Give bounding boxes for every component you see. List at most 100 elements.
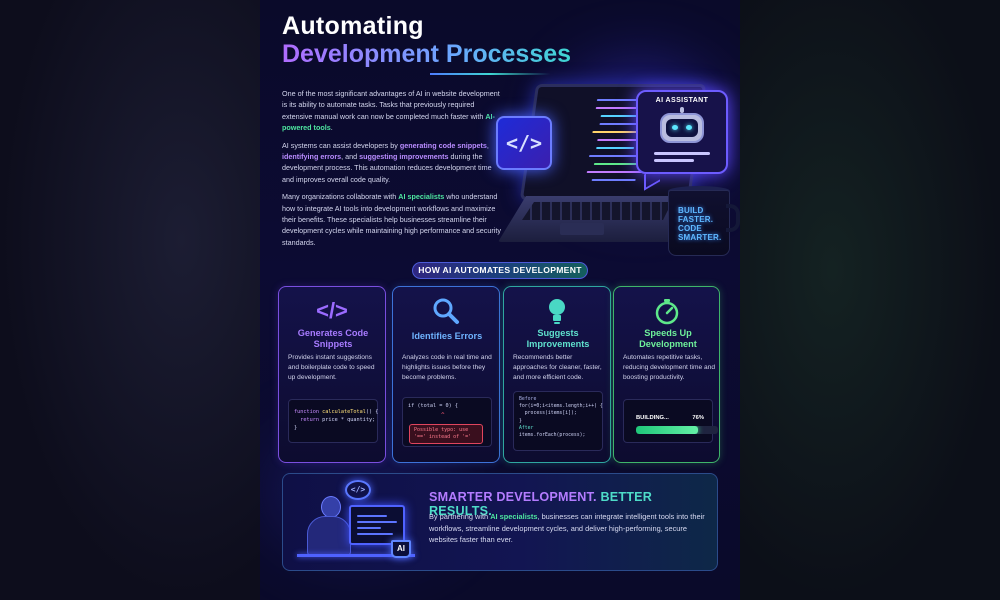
mug-handle [726,204,740,232]
monitor-line [357,521,397,523]
monitor-line [357,527,381,529]
intro-paragraph-1: One of the most significant advantages o… [282,88,504,134]
person-icon [307,516,351,556]
magnifier-icon [393,297,499,325]
error-caret: ^ [441,412,445,419]
code-text: price * quantity; [319,417,376,423]
intro-p3-highlight: AI specialists [398,192,445,202]
stopwatch-icon-svg [655,299,678,325]
intro-p2-highlight-1: generating code snippets [399,140,487,150]
infographic-poster: Automating Development Processes One of … [260,0,740,600]
code-line [591,179,636,181]
intro-p3-start: Many organizations collaborate with [282,192,399,202]
lightbulb-icon [504,297,610,325]
code-sample: Before for(i=0;i<items.length;i++) { pro… [513,391,603,451]
monitor-line [357,515,387,517]
banner-title: SMARTER DEVELOPMENT. BETTER RESULTS. [429,490,717,518]
banner-text: By partnering with AI specialists, busin… [429,511,709,546]
progress-label: BUILDING... [636,415,669,421]
code-icon: </> [316,298,348,323]
code-text: } [294,425,298,431]
magnifier-icon-svg [433,298,459,324]
page-title-line2: Development Processes [282,40,572,68]
robot-antenna [680,107,684,113]
intro-p2-end: during the development process. This aut… [282,152,492,184]
code-sample: if (total = 0) { ^ Possible typo: use '=='… [402,397,492,447]
code-icon: </> [496,116,552,170]
card-suggests-improvements: Suggests Improvements Recommends better … [503,286,611,463]
title-underline [430,73,550,75]
intro-paragraph-2: AI systems can assist developers by gene… [282,140,504,186]
ai-text-bar [654,159,694,162]
card-title: Suggests Improvements [526,328,590,349]
monitor-icon [349,505,405,545]
mug-icon [668,190,730,256]
intro-p2-highlight-3: suggesting improvements [359,152,449,162]
banner-text-start: By partnering with [429,512,491,521]
robot-eye-left [672,125,678,130]
bottom-banner: </> AI SMARTER DEVELOPMENT. BETTER RESUL… [282,473,718,571]
intro-p2-mid1: , [486,140,489,150]
banner-title-part1: SMARTER DEVELOPMENT. [429,490,597,504]
desk [297,554,415,557]
ai-assistant-label: AI ASSISTANT [655,97,709,104]
intro-paragraph-3: Many organizations collaborate with AI s… [282,191,504,248]
code-sample: function calculateTotal() { return price… [288,399,378,443]
intro-p2-mid2: , and [341,152,360,162]
person-head [321,496,341,518]
lightbulb-icon-svg [549,299,565,324]
banner-text-end: , businesses can integrate intelligent t… [429,512,705,545]
banner-text-highlight: AI specialists [490,512,538,521]
banner-title-part2: BETTER RESULTS. [429,490,653,518]
card-description: Recommends better approaches for cleaner… [513,354,602,381]
intro-p2-start: AI systems can assist developers by [282,140,400,150]
card-title: Generates Code Snippets [297,328,369,349]
card-identifies-errors: Identifies Errors Analyzes code in real … [392,286,500,463]
code-text: for(i=0;i<items.length;i++) { [519,404,603,410]
section-heading: HOW AI AUTOMATES DEVELOPMENT [412,262,588,279]
robot-face [666,119,698,137]
card-description: Analyzes code in real time and highlight… [402,354,492,381]
code-keyword: return [300,417,319,423]
background-left [0,0,260,600]
code-text: process(items[i]); [519,411,577,417]
code-line [596,99,638,101]
code-text: } [519,418,522,424]
intro-p2-highlight-2: identifying errors [282,152,342,162]
code-text: () { [365,409,379,415]
progress-panel: BUILDING... 76% [623,399,718,443]
code-line [596,147,635,149]
intro-p3-end: who understand how to integrate AI tools… [282,192,501,247]
progress-track [636,426,718,434]
ai-text-bar [654,152,710,155]
error-message: Possible typo: use '==' instead of '=' [409,424,483,444]
page-title-line1: Automating [282,12,424,40]
code-bubble-icon: </> [345,480,371,500]
card-title: Identifies Errors [411,331,483,341]
monitor-line [357,533,393,535]
intro-p1-end: . [330,123,333,133]
progress-value: 76% [692,415,704,421]
card-title: Speeds Up Development [639,328,697,349]
code-text: if (total = 0) { [408,403,458,409]
before-label: Before [519,397,537,402]
background-right [720,0,1000,600]
intro-text: One of the most significant advantages o… [282,88,504,254]
card-speeds-up: Speeds Up Development Automates repetiti… [613,286,720,463]
code-keyword: function [294,409,319,415]
code-line [586,171,647,173]
card-description: Provides instant suggestions and boilerp… [288,354,375,381]
code-function-name: calculateTotal [322,409,366,415]
robot-eye-right [686,125,692,130]
card-description: Automates repetitive tasks, reducing dev… [623,354,716,381]
stopwatch-icon [614,297,719,325]
laptop-keyboard [522,202,672,220]
card-generates-code: </> Generates Code Snippets Provides ins… [278,286,386,463]
intro-p1-highlight: AI-powered tools [282,111,495,133]
progress-fill [636,426,699,434]
ai-cup-icon: AI [391,540,411,558]
code-text: items.forEach(process); [519,433,586,439]
intro-p1-text: One of the most significant advantages o… [282,89,500,121]
code-line [592,131,639,133]
mug-text: BUILD FASTER. CODE SMARTER. [678,206,722,242]
